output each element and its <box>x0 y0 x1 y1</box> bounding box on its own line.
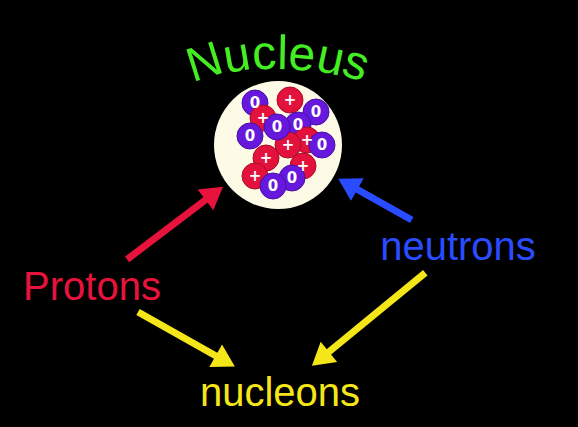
protons-label-node: Protons <box>19 263 165 309</box>
nucleons-label-node: nucleons <box>196 369 364 415</box>
node-text: nucleons <box>200 369 360 415</box>
proton-charge: + <box>284 93 297 108</box>
neutron-charge: 0 <box>317 138 327 153</box>
arrow-connector <box>138 312 219 358</box>
proton-charge: + <box>249 169 262 184</box>
neutron-charge: 0 <box>268 179 278 194</box>
arrow-connector <box>326 273 425 355</box>
neutron-ball <box>237 123 263 149</box>
neutron-charge: 0 <box>250 96 260 111</box>
neutron-charge: 0 <box>311 105 321 120</box>
proton-charge: + <box>301 133 314 148</box>
neutron-charge: 0 <box>272 120 282 135</box>
proton-charge: + <box>282 138 295 153</box>
arrow-head <box>198 187 223 211</box>
proton-ball <box>277 87 303 113</box>
neutron-ball <box>260 173 286 199</box>
arrow-connector <box>127 198 209 260</box>
neutron-charge: 0 <box>293 118 303 133</box>
proton-charge: + <box>260 151 273 166</box>
node-text: Protons <box>23 263 161 309</box>
neutron-charge: 0 <box>287 171 297 186</box>
proton-charge: + <box>297 159 310 174</box>
proton-charge: + <box>257 111 270 126</box>
arrow-connector <box>354 188 412 220</box>
arrow-head <box>338 178 364 201</box>
neutron-charge: 0 <box>245 129 255 144</box>
neutrons-label-node: neutrons <box>376 223 540 269</box>
arrow-head <box>312 342 337 366</box>
node-text: neutrons <box>380 223 536 269</box>
arrow-head <box>209 344 235 367</box>
nucleus-outline <box>214 81 342 209</box>
